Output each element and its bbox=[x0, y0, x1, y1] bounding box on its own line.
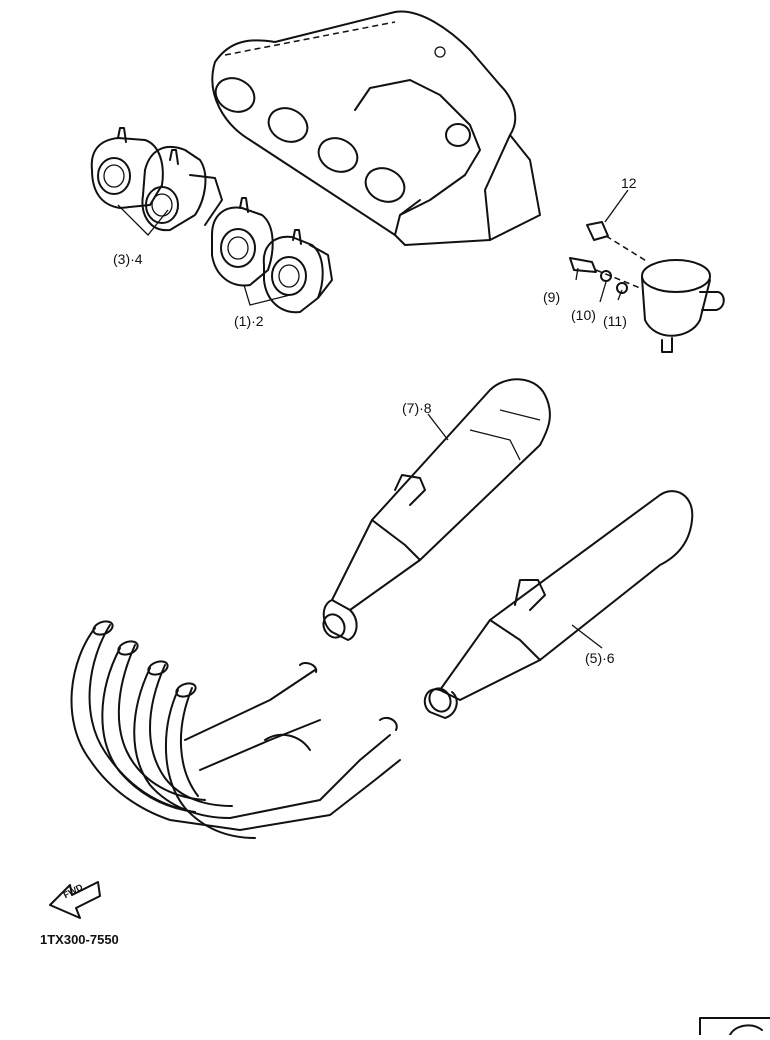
callout-1-2: (1)·2 bbox=[234, 313, 264, 329]
callout-12: 12 bbox=[621, 175, 637, 191]
leader-10 bbox=[599, 281, 607, 303]
diagram-code: 1TX300-7550 bbox=[40, 932, 119, 947]
reservoir-assembly bbox=[569, 221, 725, 353]
callout-3-4: (3)·4 bbox=[113, 251, 143, 267]
exhaust-header-pipes bbox=[70, 620, 401, 839]
leader-5-6 bbox=[571, 624, 603, 649]
leader-11 bbox=[617, 289, 623, 301]
carburetor-joints-1-2 bbox=[211, 197, 333, 314]
muffler-right bbox=[423, 490, 694, 719]
leader-7-8 bbox=[427, 413, 449, 441]
leader-1-2 bbox=[243, 284, 291, 306]
callout-5-6: (5)·6 bbox=[585, 650, 615, 666]
leader-12 bbox=[604, 189, 629, 223]
callout-9: (9) bbox=[543, 289, 561, 305]
air-cleaner-case bbox=[211, 10, 541, 246]
callout-10: (10) bbox=[571, 307, 596, 323]
callout-7-8: (7)·8 bbox=[402, 400, 432, 416]
page-corner-box bbox=[699, 1017, 770, 1036]
front-arrow-icon bbox=[49, 881, 101, 919]
callout-11: (11) bbox=[603, 313, 627, 329]
muffler-left bbox=[322, 378, 551, 641]
carburetor-joints-3-4 bbox=[90, 127, 223, 232]
leader-3-4 bbox=[117, 204, 169, 236]
